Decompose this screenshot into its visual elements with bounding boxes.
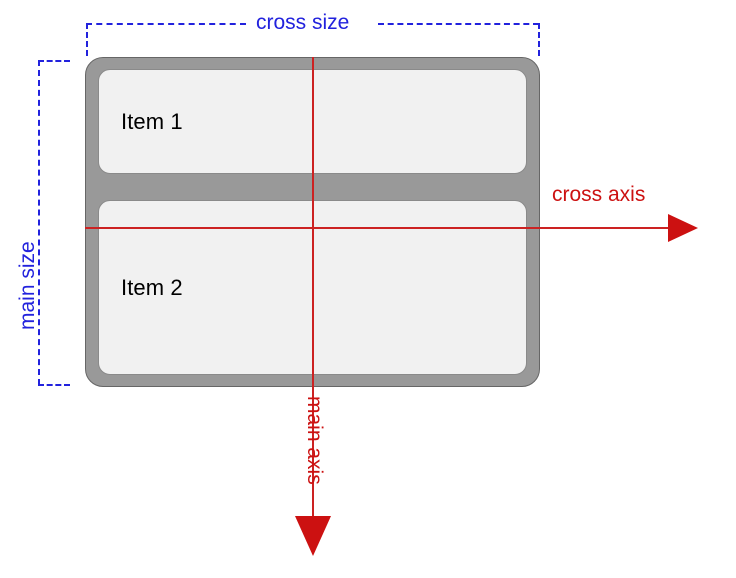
- main-axis-arrow-icon: [295, 516, 331, 556]
- cross-size-bracket-segment-right: [378, 23, 539, 25]
- flex-item-2-label: Item 2: [121, 274, 183, 300]
- cross-size-bracket-tick-left: [86, 23, 88, 56]
- main-size-label: main size: [16, 241, 39, 330]
- cross-axis-arrow-icon: [668, 214, 698, 242]
- cross-size-bracket-segment-left: [86, 23, 246, 25]
- cross-size-label: cross size: [256, 11, 350, 34]
- cross-axis-label: cross axis: [552, 183, 646, 206]
- main-size-bracket-tick-top: [38, 60, 70, 62]
- cross-size-bracket-tick-right: [538, 23, 540, 56]
- main-size-bracket-spine: [38, 60, 40, 385]
- main-size-bracket-tick-bottom: [38, 384, 70, 386]
- cross-axis-line: [85, 227, 670, 229]
- main-axis-label: main axis: [303, 396, 326, 485]
- main-axis-line: [312, 57, 314, 520]
- flex-item-1-label: Item 1: [121, 108, 183, 134]
